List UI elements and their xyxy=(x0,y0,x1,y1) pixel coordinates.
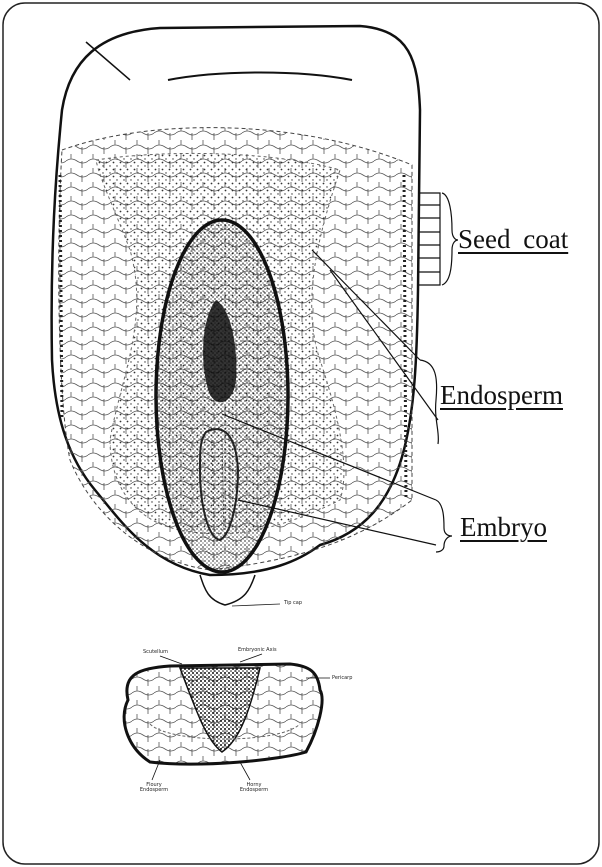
top-mark xyxy=(86,42,130,80)
seed-coat-bracket xyxy=(418,193,458,285)
seed-coat-label: Seed coat xyxy=(458,224,568,255)
embryonic-axis-label: Embryonic Axis xyxy=(238,648,277,653)
scutellum-label: Scutellum xyxy=(143,650,168,655)
tip-cap-leader xyxy=(232,604,280,606)
top-ridge xyxy=(168,73,352,81)
floury-endosperm-label: Floury Endosperm xyxy=(134,783,174,793)
cross-section xyxy=(124,654,330,780)
tip-cap xyxy=(200,575,255,605)
endosperm-label: Endosperm xyxy=(440,380,563,411)
embryo-label: Embryo xyxy=(460,512,547,543)
tip-cap-label: Tip cap xyxy=(284,601,302,606)
pericarp-label: Pericarp xyxy=(332,676,352,681)
horny-endosperm-label: Horny Endosperm xyxy=(234,783,274,793)
